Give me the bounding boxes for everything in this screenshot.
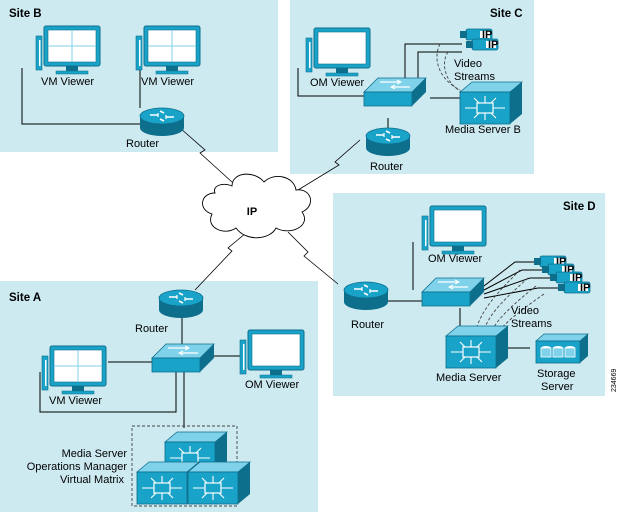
figure-id: 234669 xyxy=(611,369,618,392)
site-a-router-label: Router xyxy=(135,323,168,335)
site-b-title: Site B xyxy=(9,8,42,20)
site-b: Site B VM Viewer VM Viewer Router xyxy=(9,8,200,150)
site-d-media-server-label: Media Server xyxy=(436,372,502,384)
site-d-storage-label-2: Server xyxy=(541,381,574,393)
wan-links xyxy=(179,127,361,291)
site-d: Site D OM Viewer Router IP IP IP IP Vide… xyxy=(343,201,596,393)
site-b-area xyxy=(0,0,278,152)
site-c-media-server-label: Media Server B xyxy=(445,124,521,136)
site-c-links xyxy=(297,43,462,130)
router-icon xyxy=(365,127,411,157)
camera-ip-label: IP xyxy=(564,264,574,276)
site-d-links xyxy=(388,242,566,349)
site-a: Site A Router VM Viewer OM Viewer Media … xyxy=(9,289,305,507)
site-a-vm-viewer-label: VM Viewer xyxy=(49,395,102,407)
camera-icon: IP xyxy=(459,28,493,41)
site-a-servers-label-1: Media Server xyxy=(62,448,128,460)
virtual-matrix-server-icon xyxy=(187,461,251,505)
site-d-streams-label-1: Video xyxy=(511,305,539,317)
site-b-viewer2-label: VM Viewer xyxy=(141,76,194,88)
storage-server-icon xyxy=(535,333,589,364)
site-c-title: Site C xyxy=(490,8,523,20)
ip-cloud-label: IP xyxy=(247,206,257,218)
camera-ip-label: IP xyxy=(580,282,590,294)
site-a-servers-label-2: Operations Manager xyxy=(27,461,128,473)
camera-ip-label: IP xyxy=(482,29,492,41)
site-c-router-label: Router xyxy=(370,161,403,173)
site-d-viewer-label: OM Viewer xyxy=(428,253,483,265)
site-b-links xyxy=(21,68,141,125)
site-d-title: Site D xyxy=(563,201,596,213)
site-d-router-label: Router xyxy=(351,319,384,331)
site-d-storage-label-1: Storage xyxy=(537,368,576,380)
router-icon xyxy=(343,281,389,311)
site-c-video-streams-lines xyxy=(436,43,463,93)
site-b-viewer1-label: VM Viewer xyxy=(41,76,94,88)
media-server-icon xyxy=(445,325,509,369)
camera-icon: IP xyxy=(549,271,583,284)
site-c-viewer-label: OM Viewer xyxy=(310,77,365,89)
camera-icon: IP xyxy=(533,255,567,268)
camera-icon: IP xyxy=(541,263,575,276)
camera-icon: IP xyxy=(465,38,499,51)
site-a-om-viewer-label: OM Viewer xyxy=(245,379,300,391)
site-a-links xyxy=(39,312,244,428)
router-icon xyxy=(158,289,204,319)
site-b-router-label: Router xyxy=(126,138,159,150)
site-c-streams-label-2: Streams xyxy=(454,71,495,83)
site-c: Site C OM Viewer IP IP Video Streams Med… xyxy=(297,8,523,173)
camera-ip-label: IP xyxy=(556,256,566,268)
camera-ip-label: IP xyxy=(572,272,582,284)
site-d-video-streams-lines xyxy=(475,269,545,331)
site-d-streams-label-2: Streams xyxy=(511,318,552,330)
router-icon xyxy=(139,107,185,137)
site-a-servers-label-3: Virtual Matrix xyxy=(60,474,124,486)
ip-cloud: IP xyxy=(202,173,311,239)
camera-ip-label: IP xyxy=(488,39,498,51)
media-server-icon xyxy=(459,81,523,125)
site-a-title: Site A xyxy=(9,292,41,304)
camera-icon: IP xyxy=(557,281,591,294)
site-c-streams-label-1: Video xyxy=(454,58,482,70)
